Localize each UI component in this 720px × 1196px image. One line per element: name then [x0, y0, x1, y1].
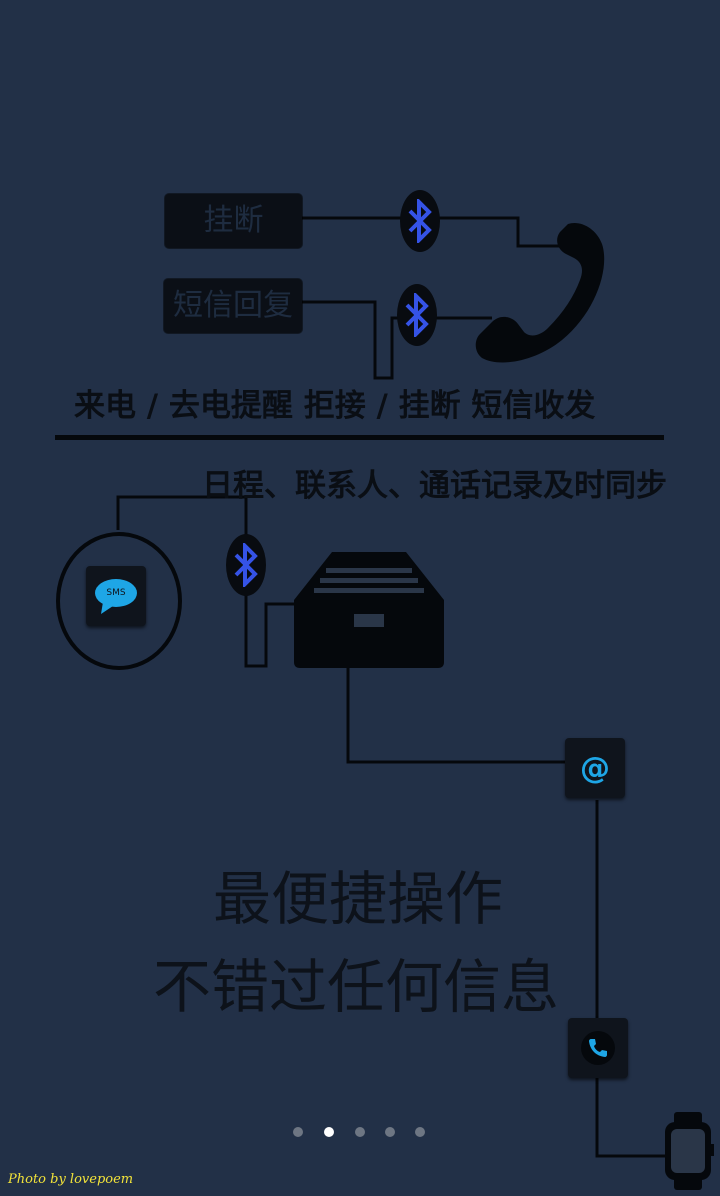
sms-icon-label: SMS: [106, 588, 126, 598]
phone-handset-icon: [475, 222, 605, 363]
sms-reply-label: 短信回复: [173, 288, 293, 323]
hangup-label: 挂断: [203, 203, 264, 238]
headline-line-1: 最便捷操作: [212, 865, 503, 933]
page-indicator-dot-active[interactable]: [324, 1127, 334, 1137]
page-indicator-dot[interactable]: [355, 1127, 365, 1137]
phone-app-icon: [568, 1018, 628, 1078]
at-sign-glyph: @: [580, 750, 610, 786]
page-indicator-dot[interactable]: [415, 1127, 425, 1137]
archive-box-icon: [294, 552, 444, 668]
email-app-icon: @: [565, 738, 625, 798]
bluetooth-icon: [226, 534, 266, 596]
sms-reply-pill: 短信回复: [164, 279, 302, 333]
page-indicator-dot[interactable]: [293, 1127, 303, 1137]
smartwatch-icon: [665, 1112, 714, 1190]
hangup-pill: 挂断: [165, 194, 302, 248]
call-features-caption: 来电 / 去电提醒 拒接 / 挂断 短信收发: [74, 388, 596, 424]
bluetooth-icon: [400, 190, 440, 252]
watch-face-circle: [56, 532, 182, 670]
headline-line-2: 不错过任何信息: [152, 953, 559, 1021]
bluetooth-icon: [397, 284, 437, 346]
sms-app-icon: SMS: [86, 566, 146, 626]
page-indicator-dot[interactable]: [385, 1127, 395, 1137]
sync-features-caption: 日程、联系人、通话记录及时同步: [202, 468, 667, 504]
photo-credit: Photo by lovepoem: [8, 1172, 134, 1187]
